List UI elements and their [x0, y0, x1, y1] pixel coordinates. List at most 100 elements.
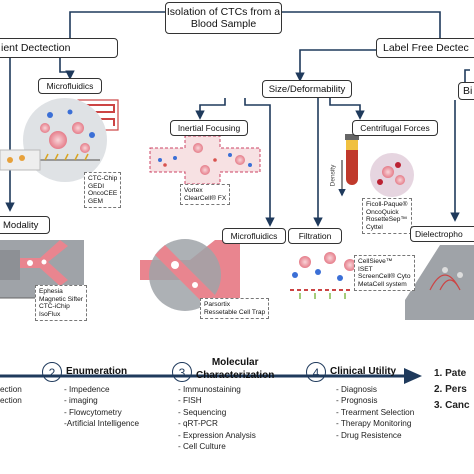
modality-methods-list: Ephesia Magnetic Sifter CTC-iChip IsoFlu…	[35, 285, 87, 322]
connector-right-top	[282, 11, 441, 38]
step-3-title: Molecular Characterization	[196, 356, 274, 382]
clinical-item: - Therapy Monitoring	[336, 419, 412, 429]
modality-method: CTC-iChip	[39, 303, 70, 311]
connector-left-top	[69, 11, 165, 38]
filtration-method: ScreenCell® Cyto	[358, 273, 411, 281]
molecular-item: - FISH	[178, 396, 202, 406]
outcomes-list: 1. Pate 2. Pers 3. Canc	[434, 366, 470, 414]
molecular-item: - qRT-PCR	[178, 419, 218, 429]
centrifugal-forces-label: Centrifugal Forces	[360, 122, 430, 133]
chip-methods-list: CTC-Chip GEDI OncoCEE GEM	[84, 172, 122, 209]
connector-to-centrifugal	[329, 98, 365, 120]
pipeline-arrow	[0, 368, 422, 384]
inertial-methods-list: Vortex ClearCell® FX	[180, 184, 231, 206]
connector-to-inertial	[195, 98, 226, 120]
outcome-item: 2. Pers	[434, 384, 467, 395]
molecular-item: - Expression Analysis	[178, 430, 256, 440]
enumeration-item: - imaging	[64, 396, 98, 406]
inertial-focusing-box: Inertial Focusing	[170, 120, 248, 136]
left-partial-list: ection ection	[0, 384, 22, 407]
clinical-item: - Trearment Selection	[336, 407, 415, 417]
size-deformability-box: Size/Deformability	[262, 80, 352, 98]
filtration-box: Filtration	[288, 228, 342, 244]
clinical-list: - Diagnosis - Prognosis - Trearment Sele…	[336, 384, 414, 441]
centrifugal-illustration	[338, 134, 414, 197]
filtration-method: CellSieve™	[358, 258, 393, 265]
dielectro-label: Dielectropho	[415, 228, 463, 239]
microfluidics-label: Microfluidics	[46, 80, 94, 91]
modality-method: Ephesia	[39, 288, 63, 295]
modality-method: IsoFlux	[39, 310, 61, 318]
size-deformability-label: Size/Deformability	[268, 83, 346, 95]
step-3-number: 3	[172, 362, 192, 382]
microfluidics2-box: Microfluidics	[222, 228, 286, 244]
enumeration-list: - Impedence - imaging - Flowcytometry -A…	[64, 384, 139, 430]
step-2-title: Enumeration	[66, 366, 128, 377]
outcome-item: 1. Pate	[434, 368, 467, 379]
affinity-branch-label: ient Dectection	[1, 42, 71, 54]
filtration-methods-list: CellSieve™ ISET ScreenCell® Cyto MetaCel…	[354, 255, 415, 292]
molecular-item: - Immunostaining	[178, 385, 241, 394]
clinical-item: - Drug Resistence	[336, 430, 402, 440]
dielectro-box: Dielectropho	[410, 226, 474, 242]
filtration-method: ISET	[358, 265, 373, 273]
modality-box: Modality	[0, 216, 50, 234]
chip-method: GEM	[88, 197, 104, 205]
molecular-item: - Sequencing	[178, 407, 227, 417]
step-2-number: 2	[42, 362, 62, 382]
left-partial-item: ection	[0, 396, 22, 406]
clinical-item: - Diagnosis	[336, 385, 377, 394]
connector-to-microfluidics	[59, 58, 75, 80]
inertial-focusing-label: Inertial Focusing	[177, 122, 241, 133]
connectors	[5, 11, 470, 227]
centrifugal-methods-list: Ficoll-Paque® OncoQuick RosetteSep™ Cytt…	[362, 198, 412, 235]
centrifugal-forces-box: Centrifugal Forces	[352, 120, 438, 136]
top-title-box: Isolation of CTCs from a Blood Sample	[165, 2, 282, 34]
far-right-branch-label: Bi	[463, 85, 473, 97]
far-right-branch-box: Bi	[458, 82, 474, 100]
inertial-method: ClearCell® FX	[184, 194, 227, 202]
filtration-method: MetaCell system	[358, 280, 407, 288]
modality-label: Modality	[3, 219, 39, 231]
inertial-illustration	[149, 135, 261, 185]
step-4-number: 4	[306, 362, 326, 382]
connector-to-size	[295, 49, 380, 82]
label-free-branch-label: Label Free Dectec	[383, 42, 469, 54]
molecular-list: - Immunostaining - FISH - Sequencing - q…	[178, 384, 256, 452]
density-label: Density	[329, 164, 337, 187]
parsortix-illustration	[140, 239, 240, 311]
label-free-branch-box: Label Free Dectec	[376, 38, 474, 58]
molecular-item: - Cell Culture	[178, 442, 226, 452]
top-title: Isolation of CTCs from a Blood Sample	[166, 6, 281, 30]
microfluidics-box: Microfluidics	[38, 78, 102, 94]
chip-method: CTC-Chip	[88, 175, 118, 182]
step-4-title: Clinical Utility	[330, 366, 397, 377]
parsortix-methods-list: Parsortix Ressetable Cell Trap	[200, 298, 270, 320]
centrifugal-method: Cyttel	[366, 223, 383, 231]
microfluidics2-label: Microfluidics	[230, 230, 278, 241]
centrifugal-method: Ficoll-Paque®	[366, 201, 408, 208]
dielectro-illustration	[405, 245, 474, 320]
chip-method: GEDI	[88, 182, 105, 190]
parsortix-method: Ressetable Cell Trap	[204, 308, 266, 316]
microfluidics-illustration	[0, 98, 119, 182]
centrifugal-method: RosetteSep™	[366, 216, 408, 224]
filtration-label: Filtration	[298, 230, 332, 241]
inertial-method: Vortex	[184, 187, 203, 194]
clinical-item: - Prognosis	[336, 396, 378, 406]
affinity-branch-box: ient Dectection	[0, 38, 118, 58]
chip-method: OncoCEE	[88, 190, 118, 198]
enumeration-item: -Artificial Intelligence	[64, 419, 140, 429]
enumeration-item: - Flowcytometry	[64, 407, 122, 417]
outcome-item: 3. Canc	[434, 400, 470, 411]
connector-to-microfluidics2	[244, 98, 275, 227]
step-3-title-line1: Molecular	[211, 357, 259, 368]
modality-method: Magnetic Sifter	[39, 295, 83, 303]
parsortix-method: Parsortix	[204, 301, 231, 308]
left-partial-item: ection	[0, 385, 22, 394]
filtration-illustration	[290, 252, 356, 299]
centrifugal-method: OncoQuick	[366, 208, 399, 216]
step-3-title-line2: Characterization	[196, 370, 275, 381]
enumeration-item: - Impedence	[64, 385, 110, 394]
